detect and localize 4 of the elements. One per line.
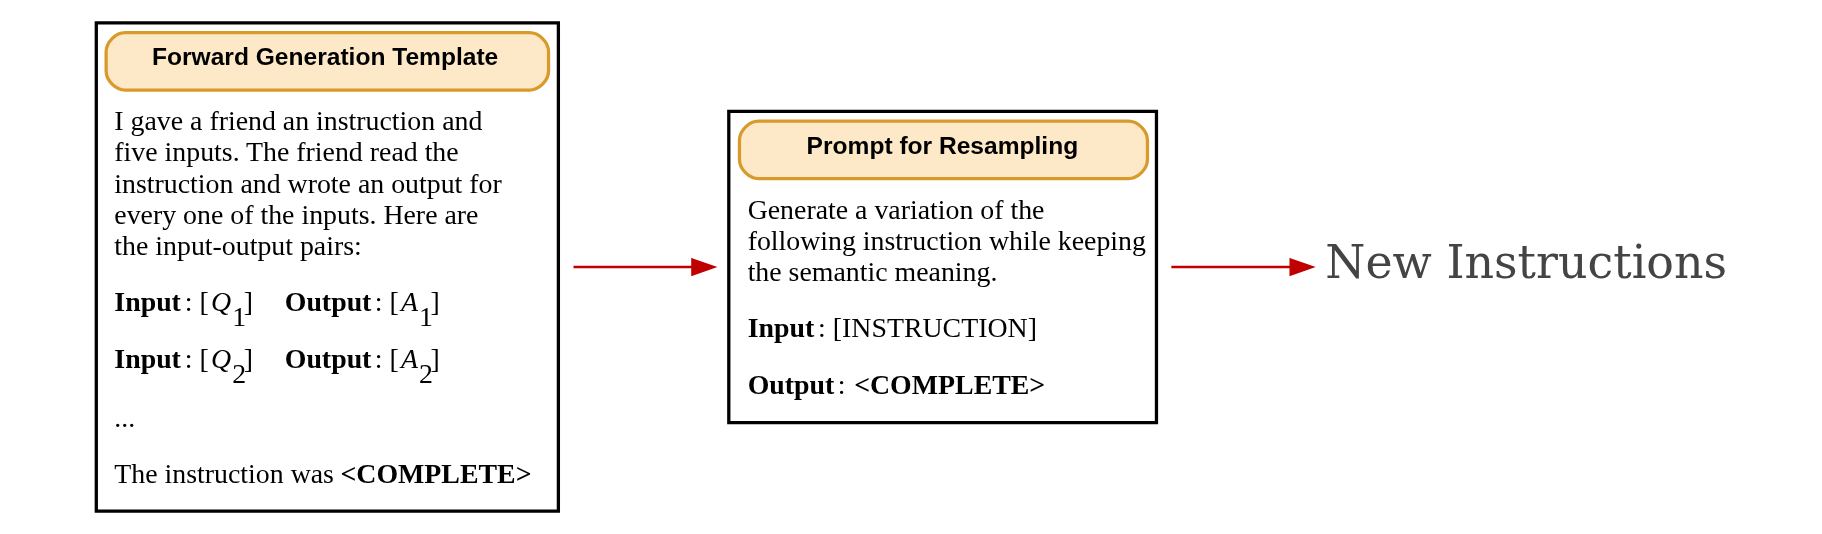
node-box: Prompt for Resampling Generate a variation of the following instruction while keeping the semantic meaning. Input: [INSTRUCTION] Output: <COMPLETE> <box>726 109 1158 425</box>
node-text: New Instructions <box>1324 235 1727 290</box>
arrow <box>573 257 717 277</box>
arrow <box>1170 257 1316 277</box>
